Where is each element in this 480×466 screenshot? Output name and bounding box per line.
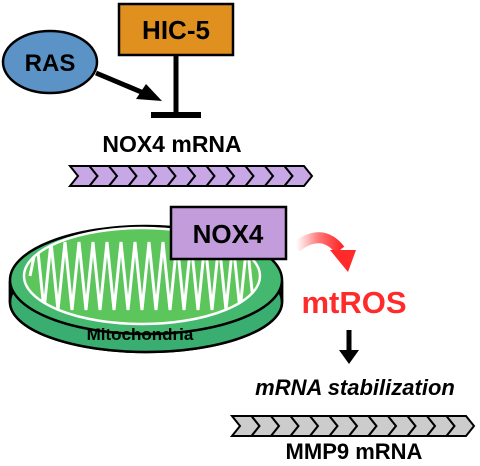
nox4-mrna-strand — [67, 165, 314, 187]
mrna-segment — [282, 165, 314, 187]
nox4-protein-label: NOX4 — [193, 219, 264, 249]
cristae — [28, 241, 256, 311]
mtros-label: mtROS — [301, 285, 406, 320]
mmp9-mrna-label: MMP9 mRNA — [286, 439, 423, 464]
ras-node: RAS — [1, 29, 99, 95]
ros-production-arrow — [292, 232, 356, 272]
hic5-label: HIC-5 — [142, 15, 210, 45]
mitochondria-label: Mitochondria — [87, 325, 194, 344]
ras-label: RAS — [25, 50, 76, 77]
mrna-segment — [444, 415, 476, 437]
ras-activation-arrow — [95, 70, 162, 101]
mrna-stabilization-label: mRNA stabilization — [255, 375, 455, 400]
nox4-protein-node: NOX4 — [169, 205, 288, 261]
stabilization-arrow — [339, 330, 359, 364]
hic5-inhibition-line — [151, 55, 201, 118]
mmp9-mrna-strand — [229, 415, 476, 437]
hic5-node: HIC-5 — [117, 2, 235, 57]
nox4-mrna-label: NOX4 mRNA — [102, 131, 241, 157]
